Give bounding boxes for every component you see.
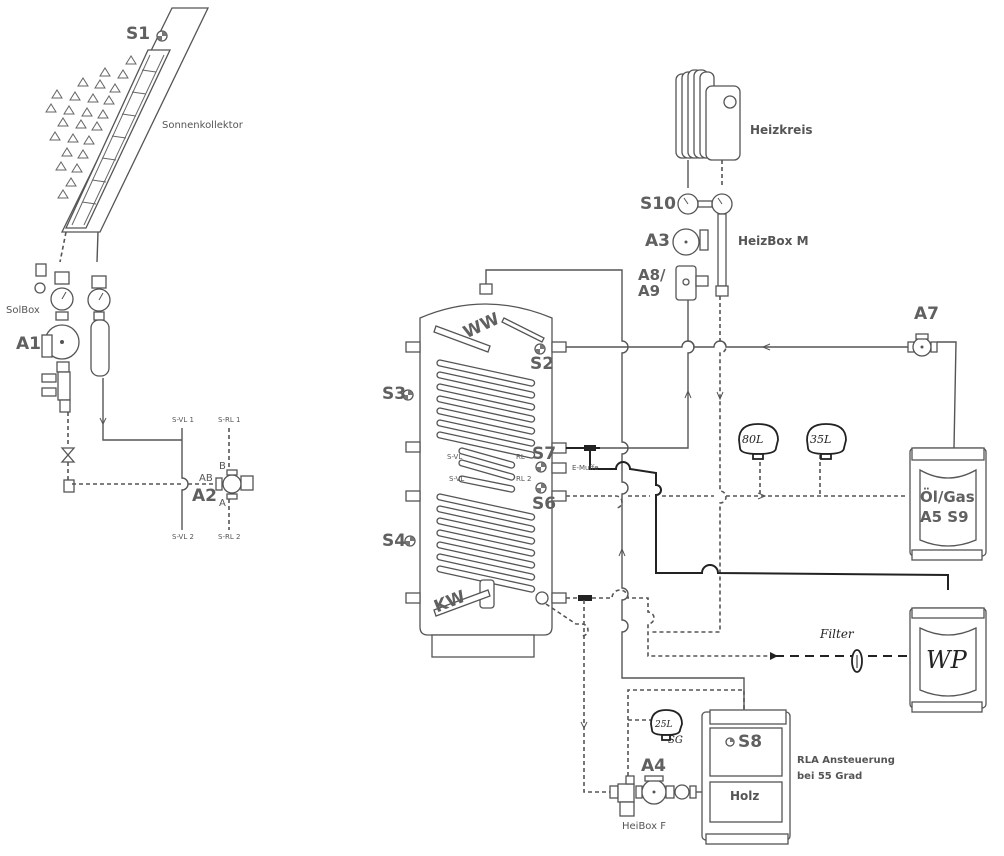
shutoff-valve-icon <box>60 447 76 463</box>
heibox-f-assembly <box>609 775 697 817</box>
sensor-s4-label: S4 <box>382 531 407 551</box>
sensor-s10-label: S10 <box>640 194 676 214</box>
heat-pump-label: WP <box>926 646 967 674</box>
pipe-label-srl1: S-RL 1 <box>218 416 241 424</box>
coil-rl2-label: RL 2 <box>516 475 532 483</box>
solbox-assembly <box>34 263 80 413</box>
pump-a1-label: A1 <box>16 334 41 354</box>
heizbox-m-label: HeizBox M <box>738 234 809 248</box>
upper-heat-exchanger-coil <box>436 359 536 481</box>
coil-rl-top-label: RL <box>516 453 525 461</box>
filter-icon <box>851 649 863 673</box>
filter-label: Filter <box>820 627 854 641</box>
vessel-sg-label: SG <box>668 735 683 746</box>
valve-port-a: A <box>219 498 226 509</box>
oil-gas-boiler <box>909 447 987 561</box>
vessel-35l-label: 35L <box>810 433 832 446</box>
pipe-label-svl2: S-VL 2 <box>172 533 194 541</box>
expansion-vessel-25l <box>650 709 683 741</box>
heat-pump <box>909 607 987 713</box>
solar-collector <box>60 7 210 233</box>
mixing-valve-a2 <box>215 469 254 500</box>
heibox-f-label: HeiBox F <box>622 821 666 832</box>
sun-rays <box>45 55 137 199</box>
sensor-s6-label: S6 <box>532 494 557 514</box>
sensor-s8-label: S8 <box>738 732 763 752</box>
collector-label: Sonnenkollektor <box>162 120 243 131</box>
vessel-80l-label: 80L <box>742 433 764 446</box>
radiator-icon <box>675 69 741 161</box>
sensor-icons <box>402 343 547 547</box>
coil-svl-top-label: S-VL <box>447 453 463 461</box>
heizkreis-label: Heizkreis <box>750 123 813 137</box>
pump-a3-label: A3 <box>645 231 670 251</box>
lower-heat-exchanger-coil <box>436 475 536 593</box>
pipe-label-svl1: S-VL 1 <box>172 416 194 424</box>
sensor-s1-label: S1 <box>126 24 151 44</box>
heizbox-m-assembly <box>672 193 733 301</box>
storage-tank <box>405 283 567 658</box>
sensor-s3-label: S3 <box>382 384 407 404</box>
solbox-return <box>87 275 111 377</box>
wood-boiler <box>701 709 791 845</box>
vessel-25l-label: 25L <box>655 720 673 730</box>
pipe-label-srl2: S-RL 2 <box>218 533 241 541</box>
sensor-s2-label: S2 <box>530 354 555 374</box>
valve-a2-label: A2 <box>192 486 217 506</box>
coil-svl-bottom-label: S-VL <box>449 475 465 483</box>
expansion-vessel-80l <box>738 423 779 460</box>
mixer-a8-label: A8/ <box>638 266 666 284</box>
valve-port-ab: AB <box>199 473 213 484</box>
e-muffe-label: E-Muffe <box>572 464 599 472</box>
solbox-label: SolBox <box>6 305 40 316</box>
mixer-a9-label: A9 <box>638 282 661 300</box>
rla-note-line1: RLA Ansteuerung <box>797 755 895 766</box>
valve-port-b: B <box>219 461 226 472</box>
pump-a7-label: A7 <box>914 304 939 324</box>
sensor-s7-label: S7 <box>532 444 557 464</box>
boiler-a5-s9-label: A5 S9 <box>920 508 969 526</box>
oil-gas-label: Öl/Gas <box>920 488 975 506</box>
rla-note-line2: bei 55 Grad <box>797 771 863 782</box>
sensor-s1-icon <box>156 30 168 42</box>
wood-fuel-label: Holz <box>730 789 760 803</box>
pump-a4-label: A4 <box>641 756 666 776</box>
pump-a7-icon <box>907 333 938 357</box>
expansion-vessel-35l <box>806 423 847 460</box>
